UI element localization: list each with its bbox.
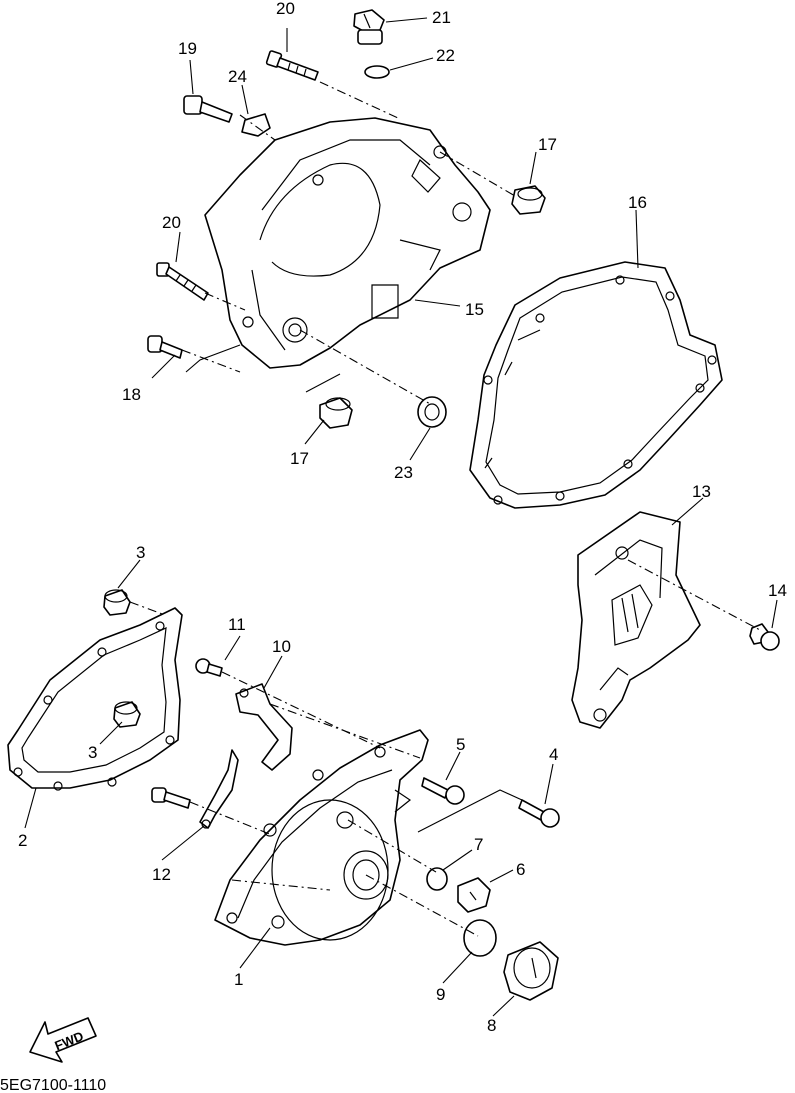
- clamp-part-12: [199, 749, 239, 829]
- callout-12: 12: [152, 865, 171, 884]
- dowel-pin-part-3-lower: [113, 701, 141, 728]
- bolt-part-5: [421, 777, 465, 805]
- clip-part-24: [241, 113, 271, 137]
- callout-18: 18: [122, 385, 141, 404]
- dowel-pin-part-17-lower: [319, 397, 353, 429]
- bolt-part-20-lower: [156, 262, 209, 301]
- o-ring-part-22: [364, 65, 390, 79]
- callout-16: 16: [628, 193, 647, 212]
- callout-22: 22: [436, 46, 455, 65]
- callout-17-lower: 17: [290, 449, 309, 468]
- callout-14: 14: [768, 581, 787, 600]
- bolt-part-19: [183, 95, 233, 123]
- callout-3-lower: 3: [88, 743, 97, 762]
- callout-24: 24: [228, 67, 247, 86]
- callout-7: 7: [474, 835, 483, 854]
- callout-4: 4: [549, 745, 558, 764]
- bolt-part-18: [147, 335, 183, 359]
- callout-20-upper: 20: [276, 0, 295, 18]
- bolt-part-20-upper: [265, 50, 319, 81]
- callout-6: 6: [516, 860, 525, 879]
- fwd-arrow-icon: FWD: [29, 1017, 97, 1063]
- callout-9: 9: [436, 985, 445, 1004]
- o-ring-part-9: [463, 919, 497, 957]
- screw-part-11: [195, 658, 223, 677]
- callout-20-lower: 20: [162, 213, 181, 232]
- oil-seal-part-23: [417, 396, 447, 428]
- drive-sprocket-cover-part-13: [571, 511, 701, 729]
- callout-17-upper: 17: [538, 135, 557, 154]
- gasket-part-16: [469, 261, 723, 509]
- callout-13: 13: [692, 482, 711, 501]
- plug-part-6: [457, 877, 491, 913]
- callout-1: 1: [234, 970, 243, 989]
- callout-19: 19: [178, 39, 197, 58]
- callout-numbers: 1 2 3 3 4 5 6 7 8 9 10 11 12 13 14 15 16…: [18, 0, 787, 1035]
- dowel-pin-part-3-upper: [103, 589, 131, 616]
- alignment-lines: [129, 81, 761, 937]
- dowel-pin-part-17-upper: [511, 185, 546, 215]
- callout-21: 21: [432, 8, 451, 27]
- callout-8: 8: [487, 1016, 496, 1035]
- drawing-code: 5EG7100-1110: [0, 1077, 106, 1093]
- o-ring-part-7: [426, 867, 448, 891]
- callout-5: 5: [456, 735, 465, 754]
- callout-15: 15: [465, 300, 484, 319]
- crankcase-cover-part-1: [214, 729, 429, 946]
- bolt-part-14: [749, 623, 780, 651]
- callout-11: 11: [228, 615, 246, 634]
- oil-filler-plug-part-21: [353, 9, 385, 45]
- cap-part-8: [503, 941, 559, 1001]
- leader-lines: [24, 17, 778, 1017]
- callout-23: 23: [394, 463, 413, 482]
- callout-3-upper: 3: [136, 543, 145, 562]
- crankcase-cover-part-15: [204, 117, 491, 369]
- callout-2: 2: [18, 831, 27, 850]
- bracket-part-10: [235, 683, 293, 771]
- bolt-part-4: [518, 799, 560, 828]
- bolt-near-part-12: [151, 787, 191, 809]
- gasket-part-2: [7, 607, 183, 791]
- callout-10: 10: [272, 637, 291, 656]
